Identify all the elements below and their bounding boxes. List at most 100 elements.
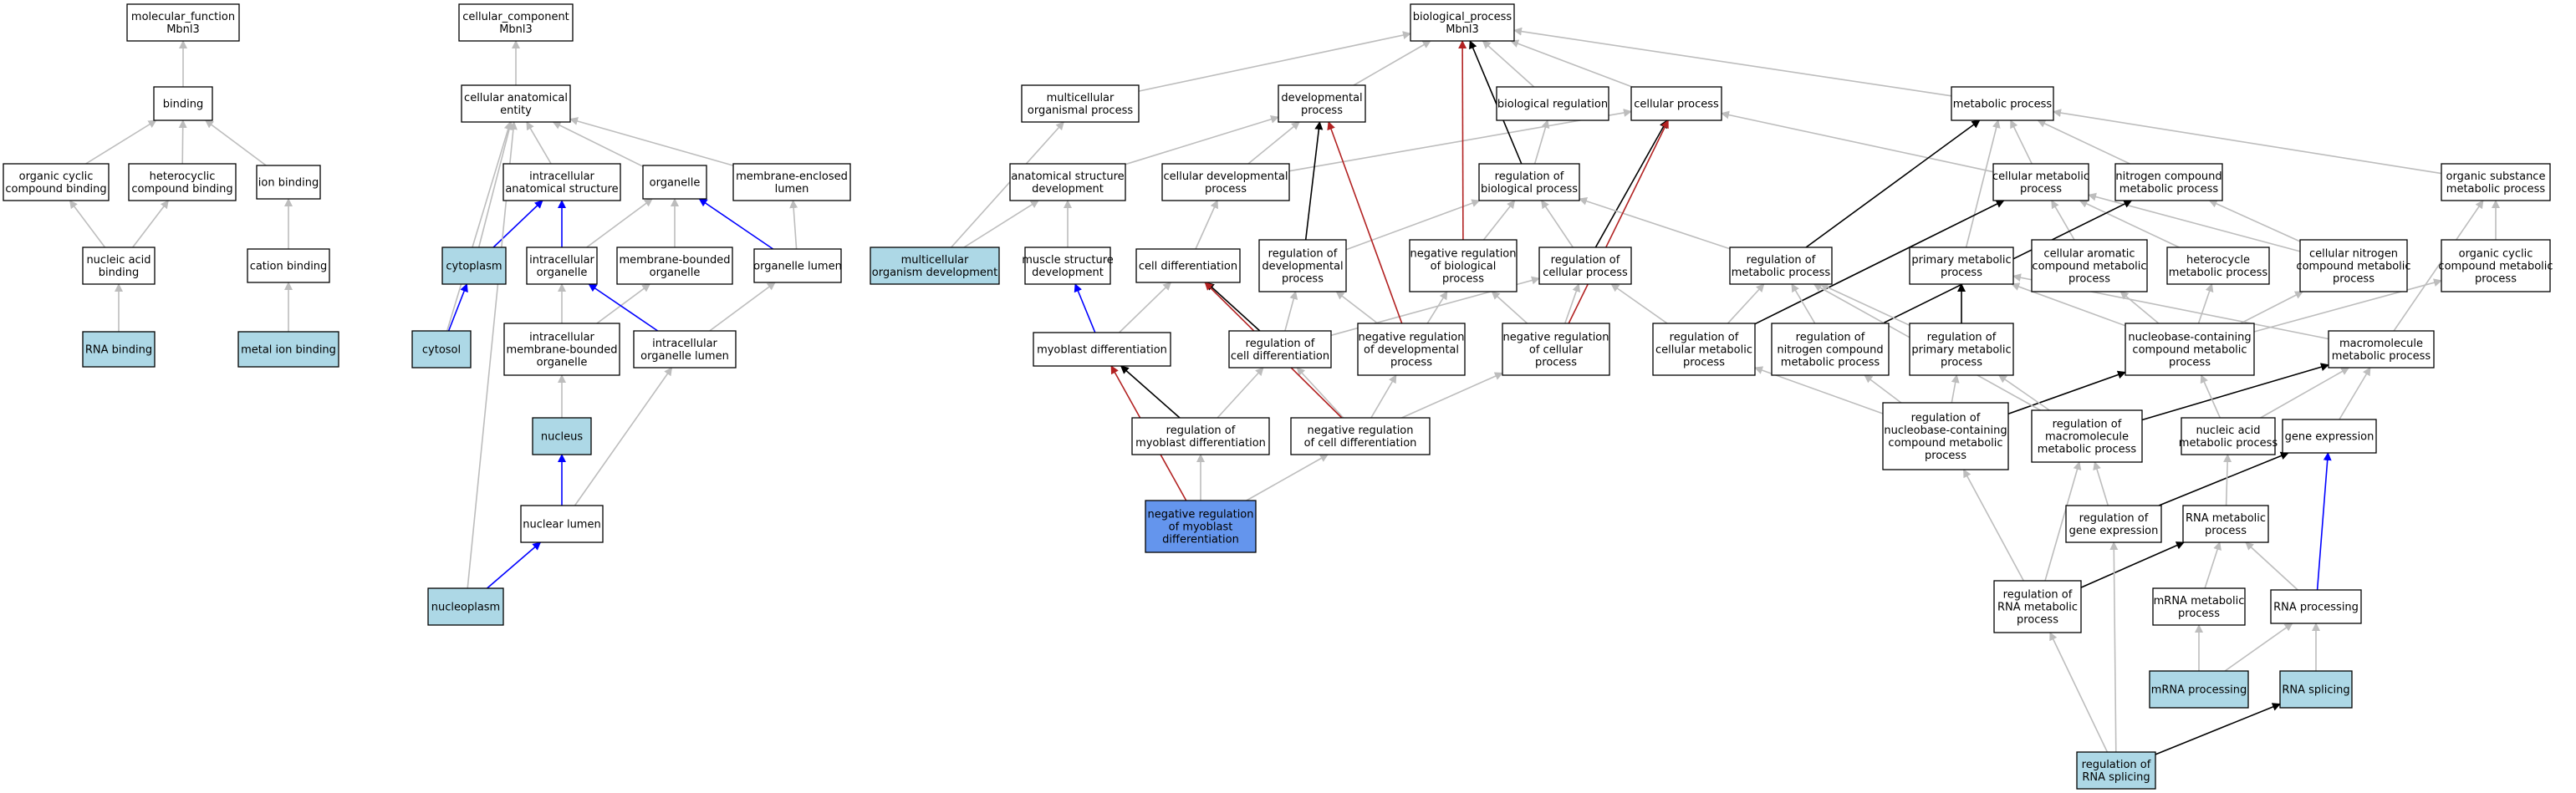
- go-term-node-myoblast-diff[interactable]: myoblast differentiation: [1033, 332, 1171, 367]
- edges-layer: [69, 27, 2500, 755]
- go-term-node-organelle[interactable]: organelle: [642, 165, 707, 200]
- go-term-node-nucleoplasm[interactable]: nucleoplasm: [427, 587, 504, 626]
- node-label-line: intracellular: [652, 338, 717, 350]
- edge-is-a: [477, 121, 513, 248]
- go-term-node-cytosol[interactable]: cytosol: [411, 330, 472, 369]
- node-label-line: molecular_function: [131, 11, 235, 23]
- node-box: [1009, 163, 1126, 201]
- node-label-line: compound metabolic: [1888, 437, 2002, 450]
- edge-is-a: [132, 200, 169, 248]
- go-term-node-organelle-lumen[interactable]: organelle lumen: [753, 248, 842, 283]
- edge-is-a: [1284, 291, 1298, 332]
- go-term-node-rna-splicing[interactable]: RNA splicing: [2279, 670, 2353, 709]
- go-term-node-nucleus[interactable]: nucleus: [532, 417, 592, 455]
- go-term-node-cell-diff[interactable]: cell differentiation: [1135, 248, 1241, 283]
- go-term-node-rna-processing[interactable]: RNA processing: [2270, 589, 2362, 624]
- edge-is-a: [789, 200, 798, 250]
- node-label-line: process: [2333, 273, 2375, 286]
- edge-is-a: [2119, 291, 2160, 324]
- edge-is-a: [963, 200, 1039, 248]
- go-term-node-binding[interactable]: binding: [153, 86, 213, 121]
- go-term-node-cation-binding[interactable]: cation binding: [247, 248, 330, 283]
- go-term-node-gene-expr[interactable]: gene expression: [2282, 419, 2377, 454]
- edge-is-a: [1533, 119, 1550, 165]
- node-label-line: regulation of: [1166, 424, 1236, 437]
- go-term-node-cytoplasm[interactable]: cytoplasm: [441, 247, 507, 285]
- node-label-line: metabolic process: [1953, 99, 2053, 111]
- node-label-line: process: [1535, 357, 1577, 369]
- go-term-node-met-proc[interactable]: metabolic process: [1951, 86, 2054, 121]
- node-box: [1258, 239, 1347, 292]
- node-label-line: nuclear lumen: [523, 519, 600, 531]
- edge-is-a: [1754, 366, 1884, 414]
- node-box: [1033, 332, 1171, 367]
- go-term-node-metal-ion-binding[interactable]: metal ion binding: [237, 331, 339, 368]
- go-term-node-bio-reg[interactable]: biological regulation: [1496, 86, 1609, 121]
- go-term-node-mrna-processing[interactable]: mRNA processing: [2149, 670, 2249, 709]
- node-label-line: organelle: [650, 177, 701, 190]
- go-term-node-ion-binding[interactable]: ion binding: [256, 165, 321, 200]
- node-label-line: ion binding: [258, 177, 319, 190]
- go-term-node-nuclear-lumen[interactable]: nuclear lumen: [520, 505, 604, 543]
- go-term-node-reg-nucbase-met[interactable]: regulation ofnucleobase-containingcompou…: [1882, 402, 2009, 470]
- go-term-node-cell-proc[interactable]: cellular process: [1630, 86, 1722, 121]
- node-box: [2125, 323, 2255, 376]
- node-box: [1652, 323, 1756, 376]
- edge-is-a: [2109, 541, 2119, 753]
- node-label-line: biological process: [1481, 183, 1578, 196]
- go-term-node-rna-binding[interactable]: RNA binding: [82, 331, 156, 368]
- node-box: [532, 417, 592, 455]
